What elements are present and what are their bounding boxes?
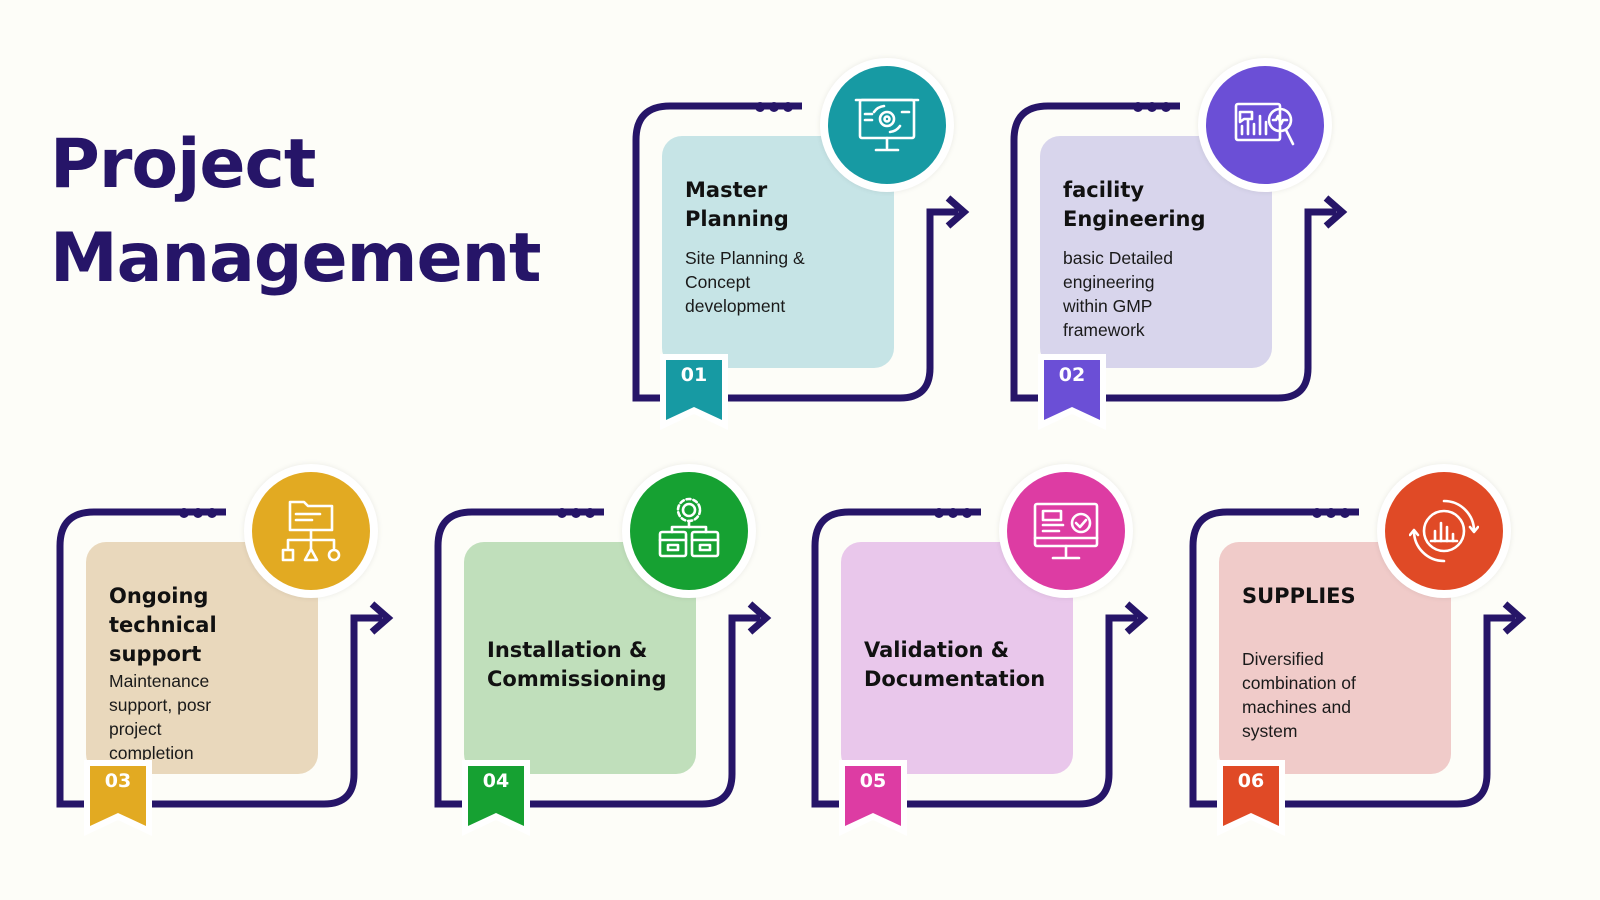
step-title-line: Installation & [487, 638, 648, 662]
step-number: 04 [482, 770, 510, 792]
step-06: SUPPLIES Diversified combination of machine… [1189, 464, 1529, 844]
step-title-line: SUPPLIES [1242, 584, 1356, 608]
step-icon-holder [820, 58, 954, 192]
step-title: Installation & Commissioning [487, 636, 667, 694]
step-number: 03 [104, 770, 132, 792]
step-icon-circle [828, 66, 946, 184]
ribbon-shape [1038, 354, 1106, 430]
presentation-gear-icon [854, 98, 920, 152]
step-description-line: within GMP [1063, 296, 1153, 316]
step-description-line: basic Detailed [1063, 248, 1173, 268]
page-title: Project Management [50, 118, 542, 306]
step-number-badge: 03 [84, 760, 152, 836]
step-title: Ongoing technical support [109, 582, 217, 669]
step-description: Maintenance support, posr project completio… [109, 669, 211, 765]
step-icon-holder [244, 464, 378, 598]
step-icon-circle [252, 472, 370, 590]
step-number-badge: 02 [1038, 354, 1106, 430]
step-title-line: Validation & [864, 638, 1010, 662]
step-icon-holder [1377, 464, 1511, 598]
step-title-line: Commissioning [487, 667, 667, 691]
step-description-line: Concept [685, 272, 751, 292]
step-frame [56, 508, 394, 808]
step-number-badge: 06 [1217, 760, 1285, 836]
bar-chart-cycle-icon [1409, 499, 1479, 563]
step-title: SUPPLIES [1242, 582, 1356, 611]
step-description-line: framework [1063, 320, 1145, 340]
ribbon-shape [84, 760, 152, 836]
step-description-line: machines and [1242, 697, 1351, 717]
step-title: Validation & Documentation [864, 636, 1045, 694]
folder-hierarchy-icon [281, 500, 341, 562]
step-05: Validation & Documentation 05 [811, 464, 1151, 844]
step-04: Installation & Commissioning 04 [434, 464, 774, 844]
step-title-line: Engineering [1063, 207, 1206, 231]
step-description-line: Diversified [1242, 649, 1324, 669]
step-description-line: support, posr [109, 695, 212, 715]
step-icon-holder [622, 464, 756, 598]
step-icon-circle [1206, 66, 1324, 184]
step-icon-circle [630, 472, 748, 590]
step-description-line: Site Planning & [685, 248, 805, 268]
step-title-line: Master [685, 178, 768, 202]
step-frame [1189, 508, 1527, 808]
gear-boxes-icon [658, 497, 720, 558]
step-title-line: Planning [685, 207, 789, 231]
step-description: basic Detailed engineering within GMP frame… [1063, 246, 1173, 342]
step-icon-holder [999, 464, 1133, 598]
step-description-line: system [1242, 721, 1298, 741]
step-icon-circle [1385, 472, 1503, 590]
step-number-badge: 05 [839, 760, 907, 836]
step-description-line: development [685, 296, 786, 316]
step-title-line: facility [1063, 178, 1145, 202]
step-description: Site Planning & Concept development [685, 246, 805, 318]
step-description-line: combination of [1242, 673, 1356, 693]
step-description-line: completion [109, 743, 194, 763]
step-title-line: Documentation [864, 667, 1046, 691]
step-title-line: technical [109, 613, 217, 637]
step-description-line: engineering [1063, 272, 1155, 292]
step-number: 02 [1058, 364, 1086, 386]
ribbon-shape [1217, 760, 1285, 836]
step-number-badge: 04 [462, 760, 530, 836]
step-icon-circle [1007, 472, 1125, 590]
step-number-badge: 01 [660, 354, 728, 430]
step-description: Diversified combination of machines and sys… [1242, 647, 1356, 743]
step-frame [632, 102, 970, 402]
step-frame [1010, 102, 1348, 402]
step-icon-holder [1198, 58, 1332, 192]
step-description-line: project [109, 719, 162, 739]
ribbon-shape [660, 354, 728, 430]
step-description-line: Maintenance [109, 671, 210, 691]
step-frame [811, 508, 1149, 808]
step-number: 05 [859, 770, 887, 792]
analytics-magnifier-icon [1234, 102, 1295, 146]
page-title-line-1: Project [50, 125, 316, 204]
step-frame [434, 508, 772, 808]
ribbon-shape [839, 760, 907, 836]
step-title-line: support [109, 642, 202, 666]
step-number: 06 [1237, 770, 1265, 792]
monitor-check-icon [1033, 502, 1099, 560]
step-title-line: Ongoing [109, 584, 209, 608]
page-title-line-2: Management [50, 219, 542, 298]
ribbon-shape [462, 760, 530, 836]
step-number: 01 [680, 364, 708, 386]
